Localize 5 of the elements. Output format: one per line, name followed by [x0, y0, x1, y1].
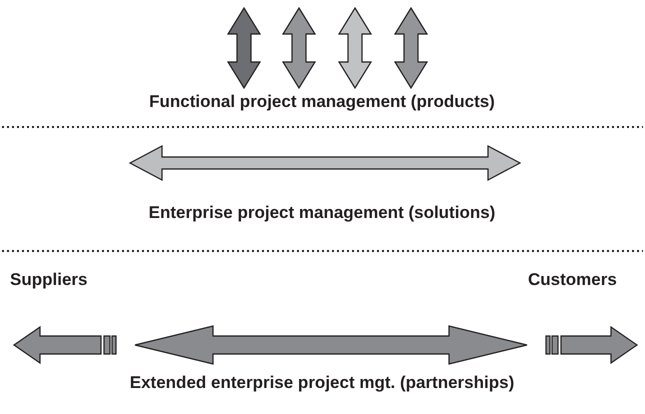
section-label: Suppliers: [10, 270, 88, 290]
section-label: Customers: [528, 270, 617, 290]
section-label: Extended enterprise project mgt. (partnerships): [130, 373, 514, 394]
section-label: Enterprise project management (solutions): [148, 203, 496, 224]
section-label: Functional project management (products): [149, 92, 495, 112]
